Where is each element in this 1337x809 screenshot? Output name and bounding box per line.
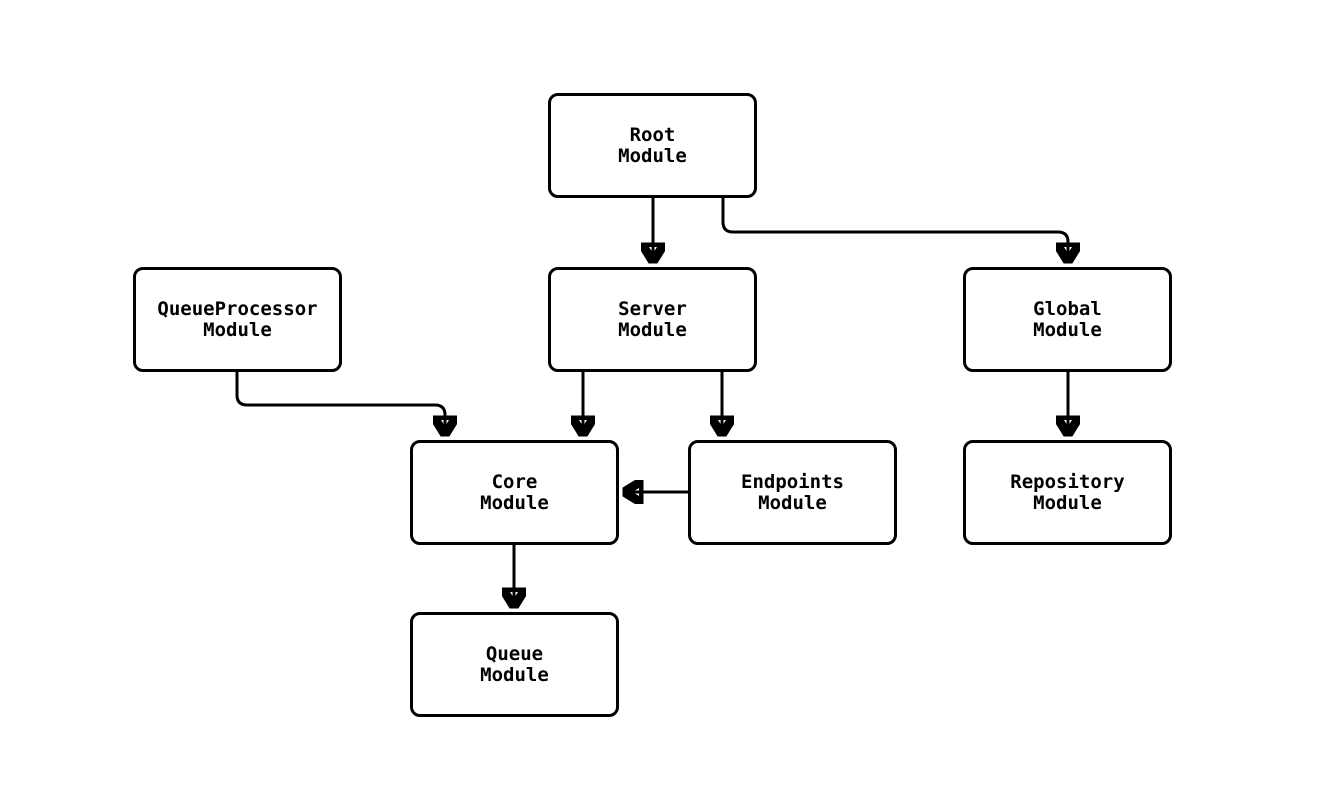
- edge-root-to-global: [721, 198, 1068, 262]
- node-core-module: Core Module: [410, 440, 619, 545]
- node-queueprocessor-module-label: QueueProcessor Module: [157, 297, 318, 341]
- node-endpoints-module: Endpoints Module: [688, 440, 897, 545]
- node-server-module: Server Module: [548, 267, 757, 372]
- node-queueprocessor-module: QueueProcessor Module: [133, 267, 342, 372]
- node-global-module: Global Module: [963, 267, 1172, 372]
- node-root-module-label: Root Module: [618, 123, 687, 167]
- node-queue-module-label: Queue Module: [480, 642, 549, 686]
- node-endpoints-module-label: Endpoints Module: [741, 470, 844, 514]
- node-queue-module: Queue Module: [410, 612, 619, 717]
- node-server-module-label: Server Module: [618, 297, 687, 341]
- node-repository-module: Repository Module: [963, 440, 1172, 545]
- node-root-module: Root Module: [548, 93, 757, 198]
- edge-queueprocessor-to-core: [235, 372, 445, 435]
- node-global-module-label: Global Module: [1033, 297, 1102, 341]
- node-repository-module-label: Repository Module: [1010, 470, 1125, 514]
- node-core-module-label: Core Module: [480, 470, 549, 514]
